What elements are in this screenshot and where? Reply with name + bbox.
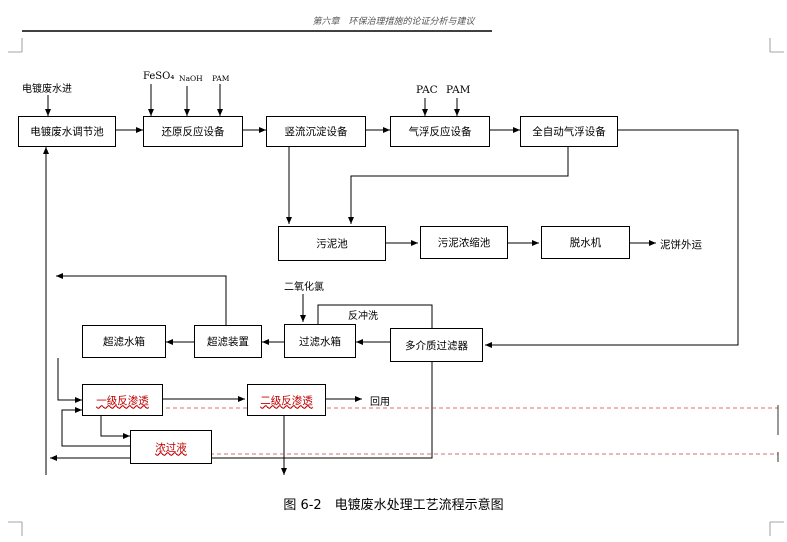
feso4-label: FeSO₄	[143, 71, 175, 82]
chapter-header: 第六章 环保治理措施的论证分析与建议	[312, 17, 475, 27]
ro-stage1-box: 一级反渗透	[82, 384, 163, 416]
sludge-thickener-box: 污泥浓缩池	[420, 226, 508, 259]
concentrate-label: 浓过液	[155, 441, 187, 454]
reduction-reactor-box: 还原反应设备	[143, 116, 243, 147]
ro-stage2-label: 二级反渗透	[260, 394, 313, 407]
regulating-tank-box: 电镀废水调节池	[18, 116, 116, 147]
pam-label: PAM	[446, 84, 471, 96]
ro-stage2-box: 二级反渗透	[247, 384, 326, 416]
auto-flotation-box: 全自动气浮设备	[520, 116, 618, 147]
sludge-tank-box: 污泥池	[278, 226, 386, 261]
wastewater-inlet-label: 电镀废水进	[22, 84, 72, 95]
dewatering-machine-box: 脱水机	[541, 226, 630, 259]
filtered-water-tank-box: 过滤水箱	[284, 324, 356, 358]
naoh-label: NaOH	[179, 74, 203, 83]
ro-stage1-label: 一级反渗透	[96, 394, 149, 407]
sludge-cake-label: 泥饼外运	[660, 239, 702, 251]
flotation-reactor-box: 气浮反应设备	[390, 116, 490, 147]
figure-caption: 图 6-2 电镀废水处理工艺流程示意图	[283, 498, 504, 513]
backwash-label: 反冲洗	[348, 311, 378, 322]
multimedia-filter-box: 多介质过滤器	[390, 328, 483, 362]
reuse-label: 回用	[370, 397, 390, 408]
concentrate-box: 浓过液	[130, 430, 212, 464]
pam-top-label: PAM	[212, 74, 230, 83]
vertical-settler-box: 竖流沉淀设备	[266, 116, 366, 147]
pac-label: PAC	[416, 84, 438, 96]
ultrafiltration-unit-box: 超滤装置	[194, 325, 262, 358]
chlorine-dioxide-label: 二氧化氯	[284, 282, 324, 293]
uf-water-tank-box: 超滤水箱	[82, 325, 166, 358]
